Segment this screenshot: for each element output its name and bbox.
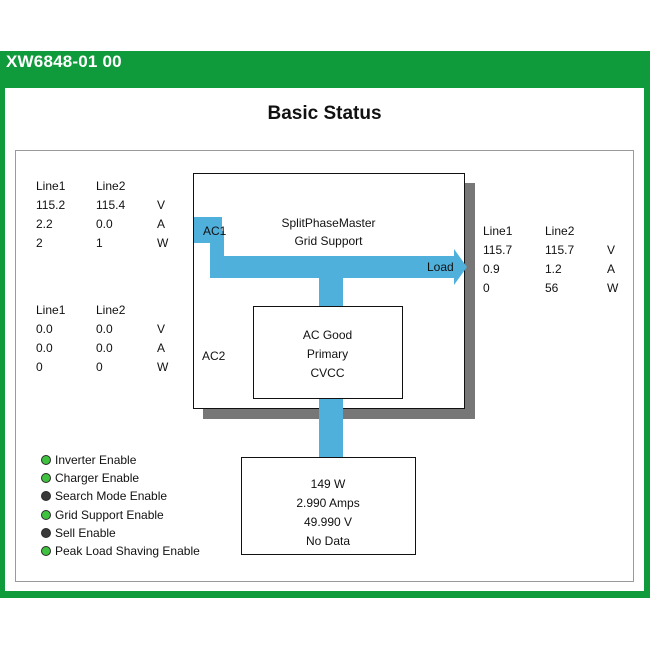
ac1-current-line2: 0.0 bbox=[96, 217, 113, 231]
ac1-voltage-unit: V bbox=[157, 198, 166, 212]
led-indicator-icon bbox=[41, 473, 51, 483]
ac1-current-unit: A bbox=[157, 217, 166, 231]
charger-status-box: AC Good Primary CVCC bbox=[253, 306, 403, 399]
inverter-mode: SplitPhaseMaster bbox=[281, 216, 376, 230]
battery-flow bbox=[319, 391, 343, 461]
page-title: Basic Status bbox=[267, 103, 382, 124]
load-flow-bar bbox=[210, 256, 456, 278]
ac2-voltage-unit: V bbox=[157, 322, 166, 336]
battery-status: No Data bbox=[305, 534, 351, 548]
legend-label: Sell Enable bbox=[55, 526, 116, 540]
inverter-submode: Grid Support bbox=[294, 234, 363, 248]
load-arrow-head bbox=[454, 249, 467, 285]
ac1-port-label: AC1 bbox=[203, 224, 227, 238]
ac2-power-unit: W bbox=[157, 360, 169, 374]
load-power-unit: W bbox=[607, 281, 619, 295]
ac1-header-line1: Line1 bbox=[36, 179, 66, 193]
load-port-label: Load bbox=[427, 260, 454, 274]
load-current-line1: 0.9 bbox=[483, 262, 500, 276]
load-power-line2: 56 bbox=[545, 281, 559, 295]
legend-label: Grid Support Enable bbox=[55, 508, 164, 522]
status-panel: XW6848-01 00 Basic Status Line1 Line2 11… bbox=[0, 51, 650, 598]
charger-status-role: Primary bbox=[306, 347, 349, 361]
ac2-power-line2: 0 bbox=[96, 360, 103, 374]
panel-body: Basic Status Line1 Line2 115.2 115.4 V 2… bbox=[5, 88, 644, 591]
battery-box: 149 W 2.990 Amps 49.990 V No Data bbox=[241, 457, 416, 555]
charger-status-mode: CVCC bbox=[310, 366, 345, 380]
ac1-power-unit: W bbox=[157, 236, 169, 250]
load-voltage-line2: 115.7 bbox=[545, 243, 575, 257]
load-voltage-unit: V bbox=[607, 243, 616, 257]
ac1-power-line2: 1 bbox=[96, 236, 103, 250]
battery-voltage: 49.990 V bbox=[303, 515, 353, 529]
load-voltage-line1: 115.7 bbox=[483, 243, 513, 257]
legend-label: Peak Load Shaving Enable bbox=[55, 544, 200, 558]
legend-label: Search Mode Enable bbox=[55, 489, 168, 503]
power-flow-diagram: Line1 Line2 115.2 115.4 V 2.2 0.0 A 2 1 … bbox=[15, 150, 634, 582]
led-indicator-icon bbox=[41, 510, 51, 520]
led-indicator-icon bbox=[41, 528, 51, 538]
led-indicator-icon bbox=[41, 455, 51, 465]
ac2-voltage-line2: 0.0 bbox=[96, 322, 113, 336]
led-indicator-icon bbox=[41, 546, 51, 556]
ac1-voltage-line1: 115.2 bbox=[36, 198, 66, 212]
ac2-header-line1: Line1 bbox=[36, 303, 66, 317]
battery-power: 149 W bbox=[310, 477, 346, 491]
ac2-current-line1: 0.0 bbox=[36, 341, 53, 355]
ac2-current-line2: 0.0 bbox=[96, 341, 113, 355]
load-header-line2: Line2 bbox=[545, 224, 575, 238]
ac2-header-line2: Line2 bbox=[96, 303, 126, 317]
load-current-unit: A bbox=[607, 262, 616, 276]
ac1-header-line2: Line2 bbox=[96, 179, 126, 193]
load-current-line2: 1.2 bbox=[545, 262, 562, 276]
ac1-current-line1: 2.2 bbox=[36, 217, 53, 231]
led-indicator-icon bbox=[41, 491, 51, 501]
ac2-current-unit: A bbox=[157, 341, 166, 355]
legend-label: Charger Enable bbox=[55, 471, 140, 485]
ac2-port-label: AC2 bbox=[202, 349, 226, 363]
ac2-power-line1: 0 bbox=[36, 360, 43, 374]
battery-current: 2.990 Amps bbox=[296, 496, 360, 510]
ac1-power-line1: 2 bbox=[36, 236, 43, 250]
load-power-line1: 0 bbox=[483, 281, 490, 295]
charger-status-ac: AC Good bbox=[302, 328, 353, 342]
ac1-voltage-line2: 115.4 bbox=[96, 198, 126, 212]
inverter-internal-flow bbox=[319, 276, 343, 310]
legend-label: Inverter Enable bbox=[55, 453, 137, 467]
ac2-voltage-line1: 0.0 bbox=[36, 322, 53, 336]
load-header-line1: Line1 bbox=[483, 224, 513, 238]
window-title: XW6848-01 00 bbox=[6, 52, 122, 71]
